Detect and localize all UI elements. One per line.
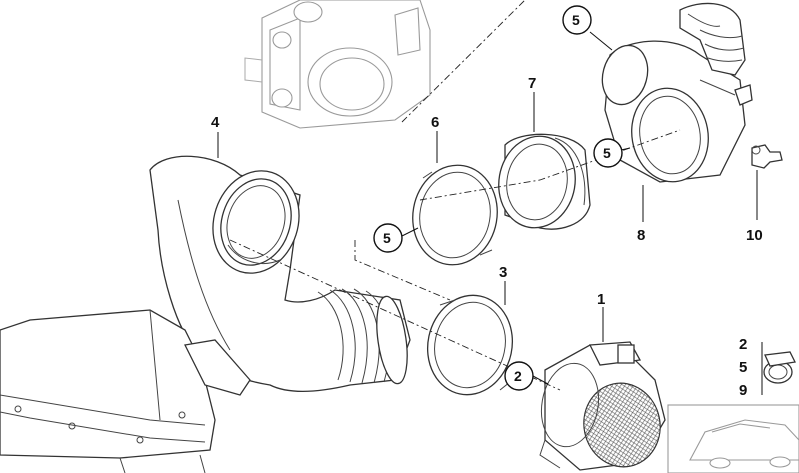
callout-2-text: 2 bbox=[514, 368, 522, 384]
throttle-body bbox=[244, 0, 431, 129]
kit-item-5: 5 bbox=[739, 359, 747, 376]
leader-lines bbox=[217, 31, 763, 395]
sealing-ring-6 bbox=[412, 164, 498, 266]
air-mass-meter-1 bbox=[539, 341, 666, 471]
part-label-3: 3 bbox=[499, 264, 507, 281]
callout-5-top-text: 5 bbox=[572, 12, 580, 28]
callout-5-right: 5 bbox=[593, 138, 623, 168]
part-label-1: 1 bbox=[597, 291, 605, 308]
vehicle-inset bbox=[667, 404, 799, 473]
air-filter-housing bbox=[0, 309, 251, 473]
callout-5-left: 5 bbox=[373, 223, 403, 253]
part-labels: 4 6 7 8 10 3 1 bbox=[211, 75, 763, 308]
adapter-ring-7 bbox=[498, 133, 591, 230]
kit-item-2: 2 bbox=[739, 336, 747, 353]
part-label-7: 7 bbox=[528, 75, 536, 92]
part-label-8: 8 bbox=[637, 227, 645, 244]
callout-5-top: 5 bbox=[562, 5, 592, 35]
kit-item-9: 9 bbox=[739, 382, 747, 399]
callout-5-right-text: 5 bbox=[603, 145, 611, 161]
vent-hose bbox=[679, 2, 746, 76]
air-mass-adapter-8 bbox=[601, 40, 753, 183]
part-label-4: 4 bbox=[211, 114, 220, 131]
hose-connector-10 bbox=[751, 144, 783, 169]
sealing-ring-3 bbox=[426, 294, 514, 396]
hose-clamp-kit bbox=[763, 351, 796, 384]
callout-2: 2 bbox=[504, 361, 534, 391]
kit-list: 2 5 9 bbox=[739, 336, 747, 399]
part-label-6: 6 bbox=[431, 114, 439, 131]
callout-5-left-text: 5 bbox=[383, 230, 391, 246]
assembly-axes bbox=[229, 0, 681, 391]
part-label-10: 10 bbox=[746, 227, 763, 244]
